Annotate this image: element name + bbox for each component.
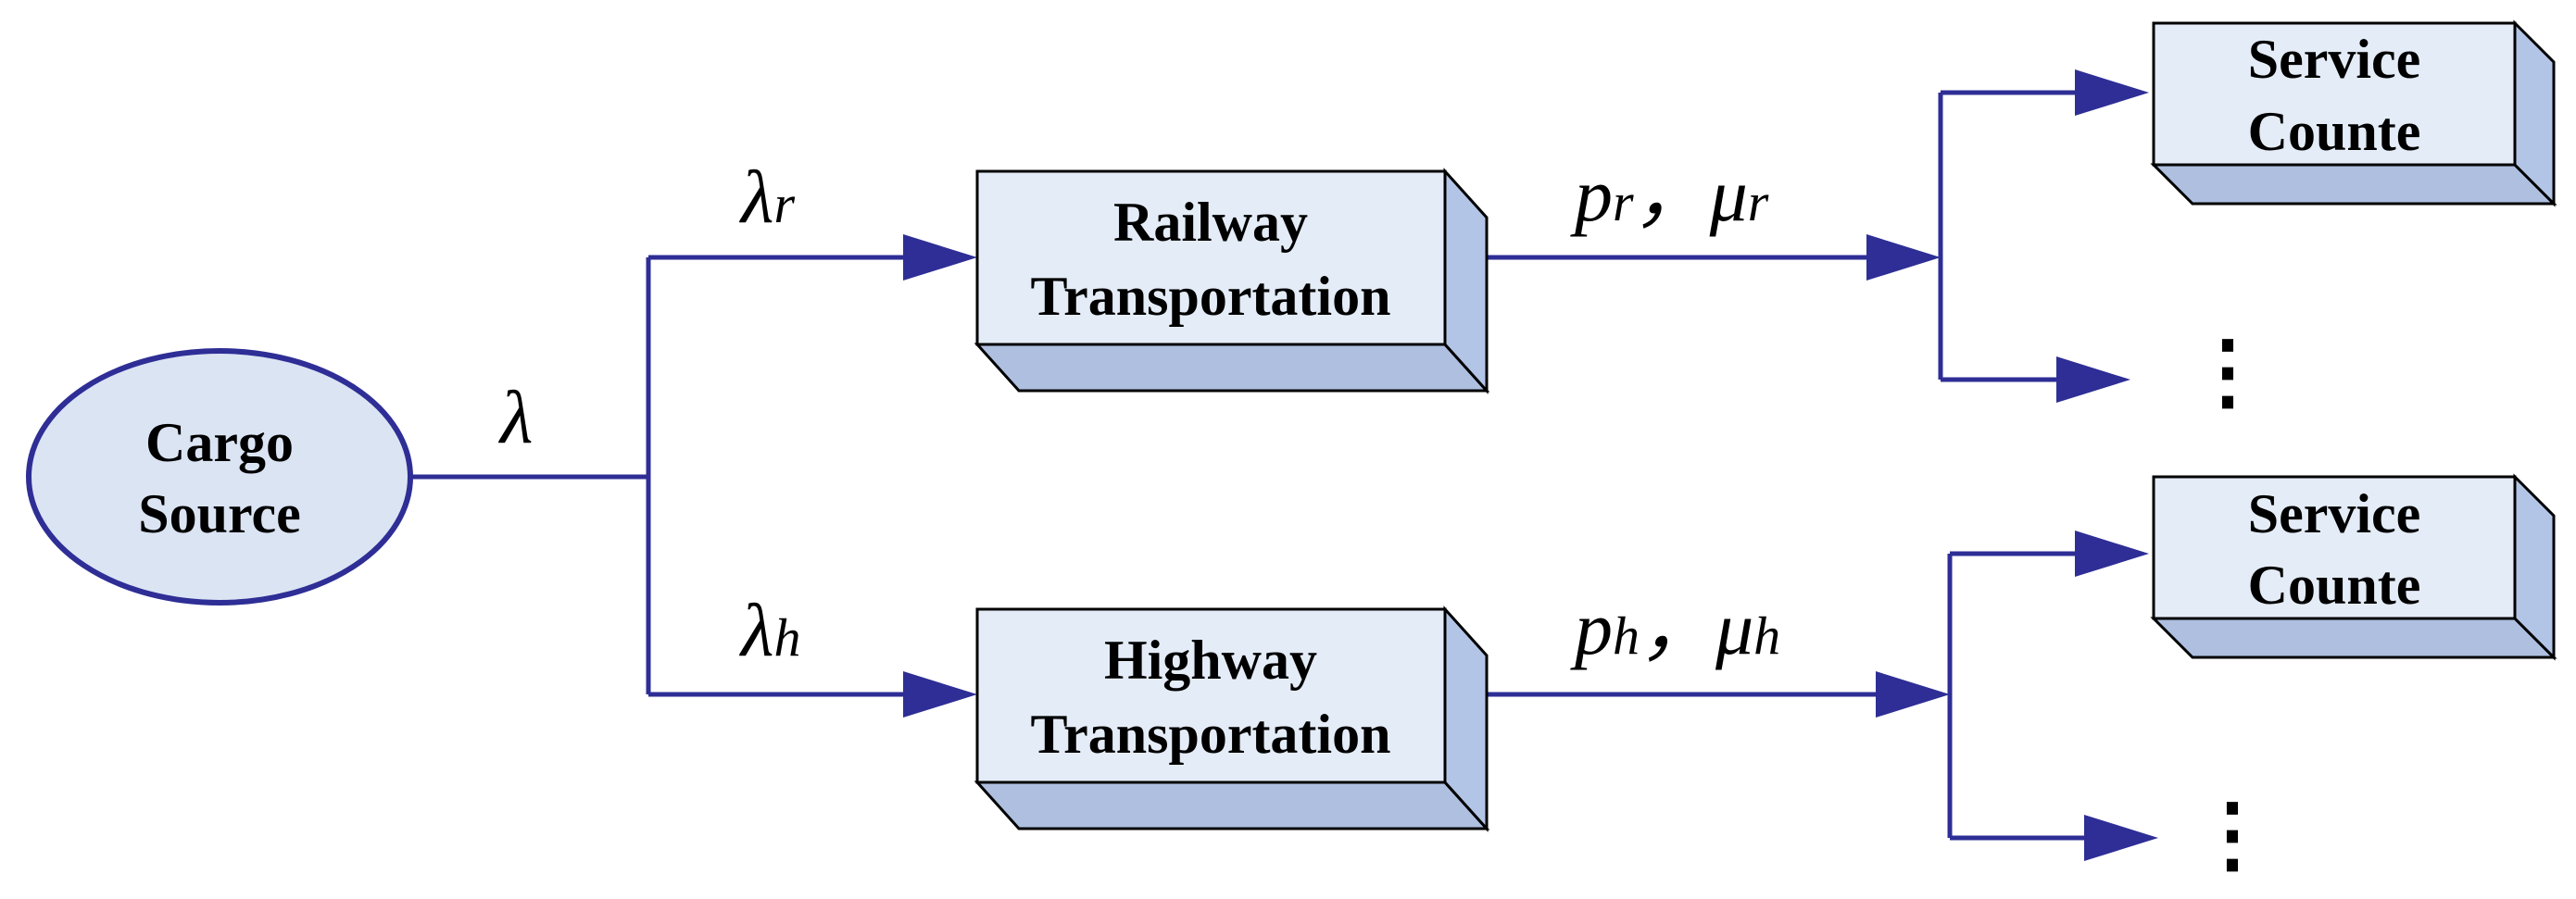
ellipsis-top: ⋮ xyxy=(2186,327,2269,418)
service-bottom-bottom-face xyxy=(2150,617,2557,659)
arrow-railway-out xyxy=(1866,234,1941,281)
railway-label-line1: Railway xyxy=(1113,192,1308,253)
service-top-label-line2: Counte xyxy=(2248,101,2421,162)
highway-output-label: ph，μh xyxy=(1570,586,1780,670)
p-r-sub: r xyxy=(1613,172,1634,232)
lambda-h-sub: h xyxy=(774,607,801,668)
highway-label-line2: Transportation xyxy=(1031,704,1391,765)
railway-output-label: pr，μr xyxy=(1570,153,1769,237)
arrowheads xyxy=(903,69,2158,861)
lambda-r-base: λ xyxy=(739,155,774,239)
railway-label-line2: Transportation xyxy=(1031,266,1391,327)
p-r-base: p xyxy=(1570,153,1613,237)
service-top-label-line1: Service xyxy=(2248,29,2421,90)
highway-label-line1: Highway xyxy=(1104,630,1317,691)
service-top-front-face xyxy=(2152,21,2517,167)
arrow-to-highway xyxy=(903,671,977,718)
lambda-label: λ xyxy=(498,375,534,459)
highway-transportation-node: Highway Transportation xyxy=(974,606,1490,832)
arrow-highway-out xyxy=(1876,671,1950,718)
cargo-source-ellipse xyxy=(26,348,413,606)
mu-h-sub: h xyxy=(1753,606,1780,666)
arrow-to-ellipsis-top xyxy=(2056,356,2130,403)
service-bottom-front-face xyxy=(2152,475,2517,620)
highway-box-bottom-face xyxy=(974,780,1490,830)
ellipsis-bottom: ⋮ xyxy=(2191,790,2274,881)
railway-box-front-face xyxy=(975,169,1447,346)
p-h-base: p xyxy=(1570,586,1613,670)
mu-r-base: μ xyxy=(1709,153,1748,237)
lambda-h-label: λh xyxy=(739,588,801,672)
railway-box-bottom-face xyxy=(974,343,1490,393)
lambda-h-base: λ xyxy=(739,588,774,672)
p-h-sub: h xyxy=(1613,606,1640,666)
rail-sep: ， xyxy=(1634,153,1710,237)
arrow-to-service-bottom xyxy=(2075,531,2149,577)
service-top-bottom-face xyxy=(2150,163,2557,206)
cargo-source-label-line1: Cargo xyxy=(145,412,294,473)
lambda-r-label: λr xyxy=(739,155,796,239)
service-bottom-label-line2: Counte xyxy=(2248,555,2421,616)
arrow-to-ellipsis-bottom xyxy=(2084,815,2158,861)
connectors xyxy=(408,90,2089,841)
arrow-to-railway xyxy=(903,234,977,281)
mu-r-sub: r xyxy=(1748,172,1769,232)
lambda-r-sub: r xyxy=(774,174,796,234)
high-sep: ， xyxy=(1640,586,1715,670)
service-counter-bottom-node: Service Counte xyxy=(2150,473,2557,661)
railway-transportation-node: Railway Transportation xyxy=(974,168,1490,394)
mu-h-base: μ xyxy=(1715,586,1753,670)
cargo-source-label-line2: Source xyxy=(138,483,301,544)
service-bottom-label-line1: Service xyxy=(2248,483,2421,544)
cargo-source-node: Cargo Source xyxy=(26,348,413,606)
arrow-to-service-top xyxy=(2075,69,2149,116)
service-counter-top-node: Service Counte xyxy=(2150,19,2557,207)
highway-box-front-face xyxy=(975,607,1447,784)
